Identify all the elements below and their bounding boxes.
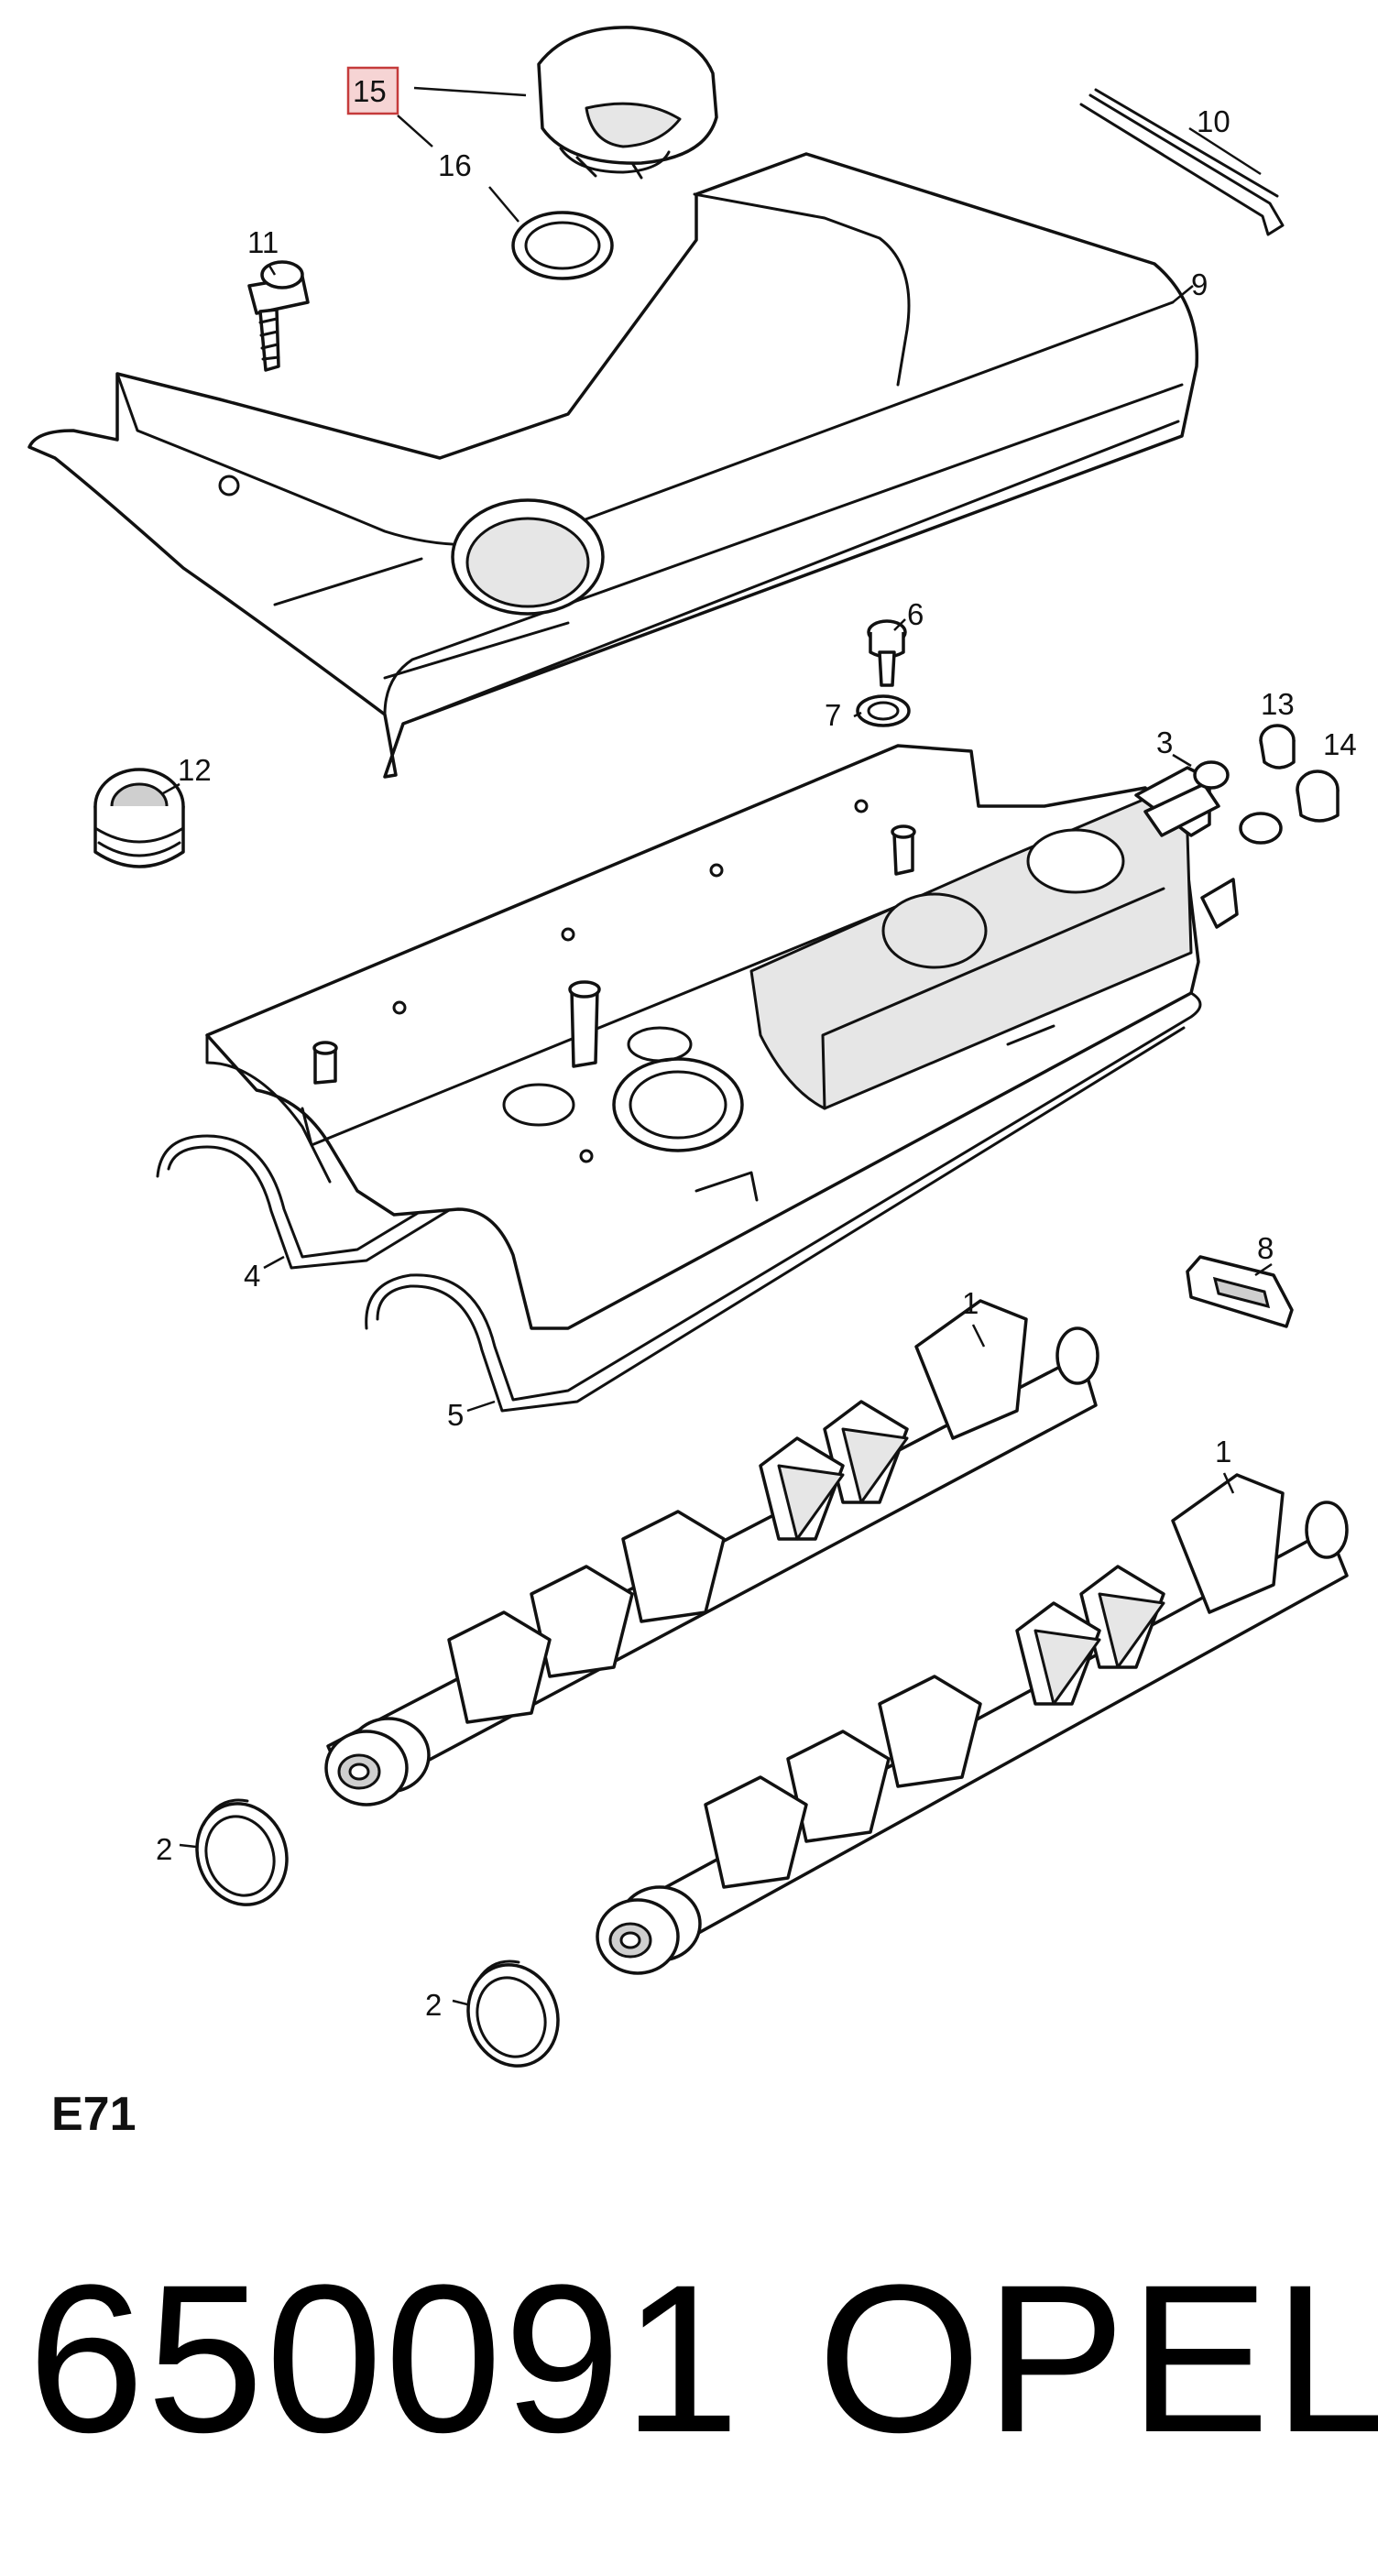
leader-lines [162,86,1273,2006]
callout-1-upper[interactable]: 1 [962,1286,979,1320]
callout-5[interactable]: 5 [447,1398,464,1432]
camshaft-upper [324,1299,1099,1806]
grommet [93,768,185,868]
callout-14[interactable]: 14 [1323,727,1357,761]
oil-filler-cap [537,26,718,180]
camshaft-seal-left [195,1798,289,1906]
callout-3[interactable]: 3 [1156,726,1173,759]
callout-12[interactable]: 12 [178,753,212,787]
callout-1-lower[interactable]: 1 [1215,1435,1231,1468]
callout-2-left[interactable]: 2 [156,1832,172,1866]
callout-2-right[interactable]: 2 [425,1988,442,2022]
gasket-inner [156,878,975,1270]
bracket-clip [1186,1255,1294,1328]
callout-7[interactable]: 7 [825,698,841,732]
gasket-outer [365,978,1202,1413]
callout-9[interactable]: 9 [1191,267,1208,301]
plug-large [1296,770,1340,823]
callout-15[interactable]: 15 [353,74,387,108]
seal-ring [511,211,614,280]
callout-11[interactable]: 11 [247,225,279,259]
callout-13[interactable]: 13 [1261,687,1295,721]
engine-cover [27,152,1199,779]
camshaft-seal-right [466,1959,560,2068]
washer [856,694,911,727]
cover-bolt [247,260,310,372]
part-number: 650091 [27,2241,742,2476]
callout-10[interactable]: 10 [1197,104,1230,138]
valve-cover [205,744,1283,1330]
camshaft-lower [596,1473,1349,1975]
callout-8[interactable]: 8 [1257,1231,1274,1265]
callout-4[interactable]: 4 [244,1259,260,1293]
callouts: 15 16 10 9 11 12 6 7 13 14 3 4 5 8 1 1 2… [156,74,1357,2022]
plug-small [1259,724,1296,770]
rubber-strip [1079,88,1285,236]
callout-16[interactable]: 16 [438,148,472,182]
small-bolt [867,619,907,687]
callout-6[interactable]: 6 [907,597,924,631]
brand-name: OPEL [817,2241,1378,2476]
section-code: E71 [51,2088,137,2141]
callout-15-highlight [346,66,399,115]
